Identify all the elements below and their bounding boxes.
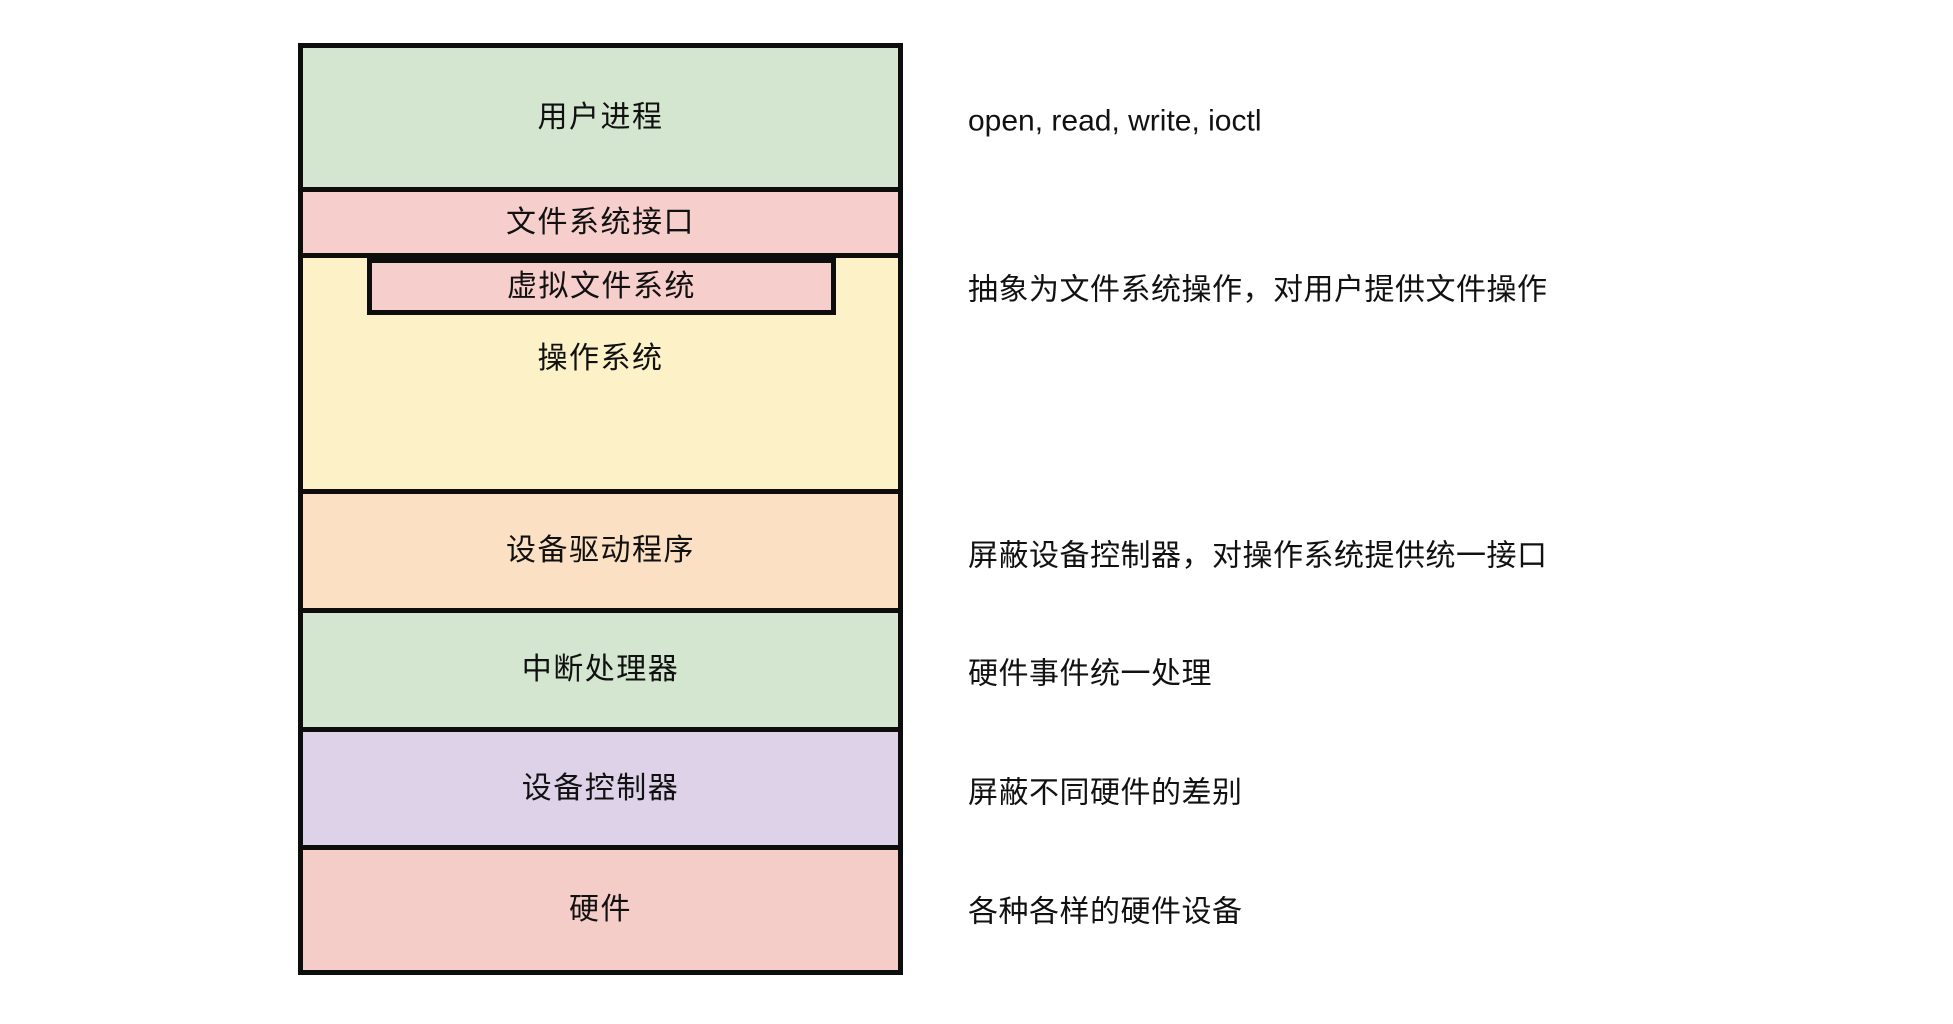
annotation-interrupt-handler: 硬件事件统一处理 — [968, 657, 1212, 691]
layer-virtual-file-system[interactable]: 虚拟文件系统 — [367, 258, 836, 315]
layer-file-system-interface[interactable]: 文件系统接口 — [303, 192, 898, 258]
annotation-device-controller: 屏蔽不同硬件的差别 — [968, 776, 1243, 810]
layer-label-device-controller: 设备控制器 — [521, 771, 680, 805]
layer-hardware[interactable]: 硬件 — [303, 850, 898, 970]
layer-interrupt-handler[interactable]: 中断处理器 — [303, 613, 898, 732]
layer-user-process[interactable]: 用户进程 — [303, 48, 898, 192]
layer-label-hardware: 硬件 — [569, 893, 632, 926]
operating-system-inner: 虚拟文件系统 操作系统 — [303, 258, 898, 489]
annotation-virtual-file-system: 抽象为文件系统操作，对用户提供文件操作 — [968, 273, 1548, 307]
annotation-syscalls: open, read, write, ioctl — [968, 104, 1262, 138]
layer-label-device-driver: 设备驱动程序 — [506, 534, 695, 567]
layer-label-interrupt-handler: 中断处理器 — [521, 653, 680, 686]
layer-device-controller[interactable]: 设备控制器 — [303, 732, 898, 850]
layer-operating-system[interactable]: 虚拟文件系统 操作系统 — [303, 258, 898, 494]
layer-device-driver[interactable]: 设备驱动程序 — [303, 494, 898, 613]
layer-stack: 用户进程 文件系统接口 虚拟文件系统 操作系统 设备驱动程序 中断处理器 设备控… — [298, 43, 903, 975]
operating-system-label-wrap: 操作系统 — [303, 315, 898, 489]
layer-label-operating-system: 操作系统 — [537, 342, 664, 375]
annotation-hardware: 各种各样的硬件设备 — [968, 895, 1243, 929]
layer-label-user-process: 用户进程 — [537, 100, 664, 134]
layer-label-virtual-file-system: 虚拟文件系统 — [507, 269, 696, 303]
layer-label-file-system-interface: 文件系统接口 — [506, 205, 695, 239]
annotation-device-driver: 屏蔽设备控制器，对操作系统提供统一接口 — [968, 539, 1548, 573]
